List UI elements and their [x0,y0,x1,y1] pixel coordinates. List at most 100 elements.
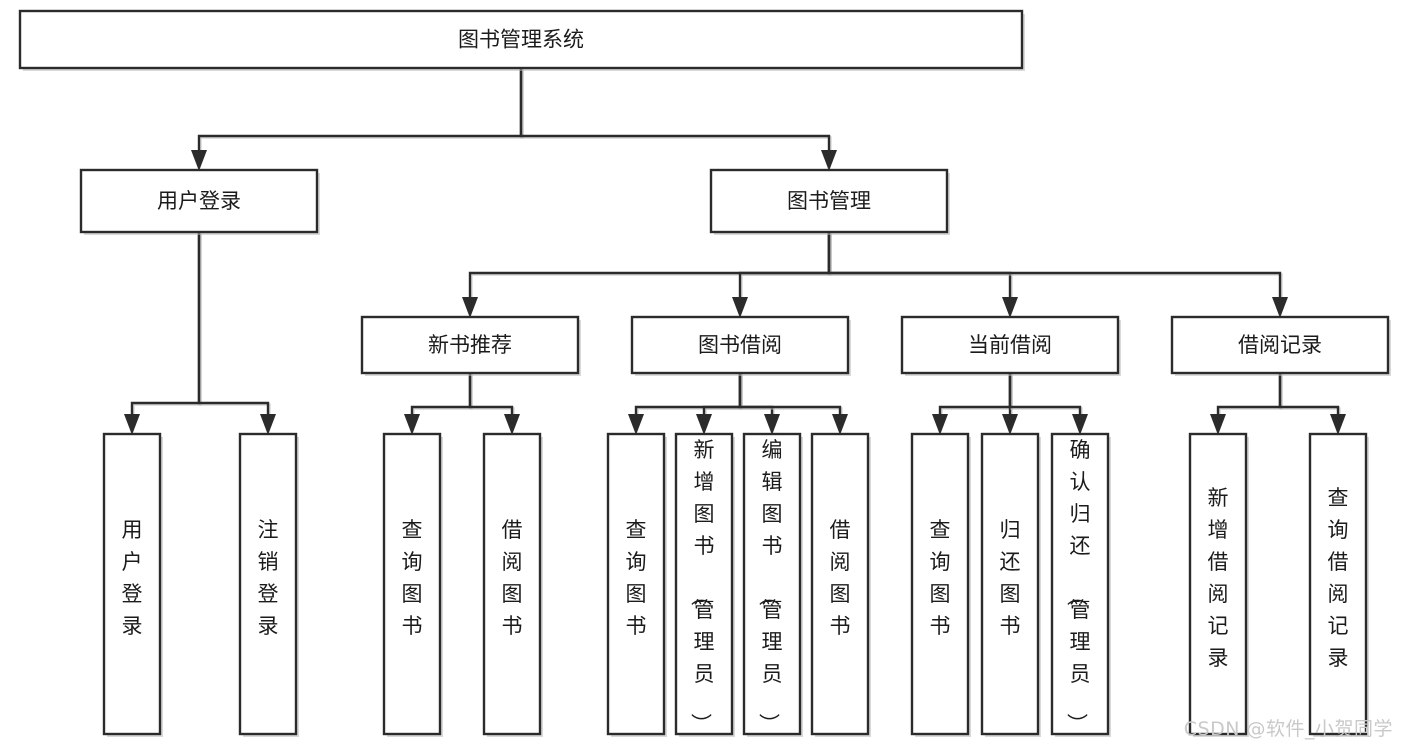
node-box[interactable] [742,432,802,736]
node-label: 用户登录 [157,189,241,213]
arrow-head-icon [764,414,780,435]
connector-new-book-rec-to-leaf-borrow-book-1 [468,373,520,435]
arrow-head-icon [1002,414,1018,435]
arrow-head-icon [191,150,207,171]
node-user-login[interactable]: 用户登录 [79,168,320,235]
node-box[interactable] [79,168,319,234]
node-box[interactable] [606,432,666,736]
node-label: 新增借阅记录 [1208,486,1229,670]
connector-shadow [1280,374,1341,424]
connector-shadow [521,69,832,160]
connector-current-borrow-to-leaf-confirm-return [1008,373,1088,435]
node-leaf-return-book[interactable]: 归还图书 [980,432,1041,737]
connector-line [197,68,523,158]
node-label: 图书管理系统 [458,28,584,52]
connector-shadow [740,374,843,424]
connector-line [738,232,831,305]
arrow-head-icon [628,414,644,435]
node-leaf-borrow-book-1[interactable]: 借阅图书 [482,432,543,737]
connector-shadow [412,374,473,424]
connector-shadow [1218,374,1283,424]
node-label: 借阅记录 [1238,333,1322,357]
node-leaf-edit-book[interactable]: 编辑图书（管理员） [742,432,803,737]
node-leaf-query-book-2[interactable]: 查询图书 [606,432,667,737]
node-box[interactable] [482,432,542,736]
node-label: 当前借阅 [968,333,1052,357]
connector-borrow-record-to-leaf-query-record [1278,373,1346,435]
node-box[interactable] [674,432,734,736]
node-box[interactable] [1050,432,1110,736]
connector-line [938,373,1012,422]
node-leaf-add-book[interactable]: 新增图书（管理员） [674,432,735,737]
arrow-head-icon [732,297,748,318]
arrow-head-icon [504,414,520,435]
arrow-head-icon [404,414,420,435]
connector-shadow [829,233,1283,307]
node-label: 确认归还（管理员） [1065,438,1091,734]
connector-user-login-to-leaf-user-login [124,232,202,435]
node-current-borrow[interactable]: 当前借阅 [900,315,1121,376]
connector-line [519,68,831,158]
node-label: 新书推荐 [428,333,512,357]
node-book-borrow[interactable]: 图书借阅 [630,315,851,376]
arrow-head-icon [260,414,276,435]
node-leaf-borrow-book-2[interactable]: 借阅图书 [810,432,871,737]
node-label: 图书管理 [787,189,871,213]
connector-book-manage-to-book-borrow [732,232,832,318]
connector-line [827,232,1282,305]
connector-new-book-rec-to-leaf-query-book-1 [404,373,473,435]
node-label: 归还图书 [1000,518,1021,638]
node-box[interactable] [238,432,298,736]
node-box[interactable] [18,9,1024,70]
node-box[interactable] [709,168,949,234]
arrow-head-icon [696,414,712,435]
connector-root-to-user-login [191,68,524,171]
node-leaf-confirm-return[interactable]: 确认归还（管理员） [1050,432,1111,737]
node-leaf-query-record[interactable]: 查询借阅记录 [1308,432,1369,737]
node-box[interactable] [1308,432,1368,736]
node-label: 借阅图书 [830,518,851,638]
arrow-head-icon [832,414,848,435]
node-box[interactable] [1188,432,1248,736]
node-label: 查询图书 [930,518,951,638]
node-label: 借阅图书 [502,518,523,638]
node-leaf-add-record[interactable]: 新增借阅记录 [1188,432,1249,737]
node-leaf-logout[interactable]: 注销登录 [238,432,299,737]
node-leaf-query-book-1[interactable]: 查询图书 [382,432,443,737]
connector-shadow [1010,374,1083,424]
node-box[interactable] [810,432,870,736]
node-label: 用户登录 [122,518,143,638]
node-box[interactable] [360,315,580,375]
node-box[interactable] [900,315,1120,375]
node-leaf-user-login[interactable]: 用户登录 [102,432,163,737]
arrow-head-icon [821,150,837,171]
connector-shadow [132,233,202,424]
node-box[interactable] [102,432,162,736]
node-new-book-rec[interactable]: 新书推荐 [360,315,581,376]
connector-shadow [470,233,832,307]
node-book-manage[interactable]: 图书管理 [709,168,950,235]
connector-borrow-record-to-leaf-add-record [1210,373,1283,435]
node-box[interactable] [630,315,850,375]
connector-line [1278,373,1340,422]
connector-line [738,373,842,422]
node-box[interactable] [980,432,1040,736]
node-box[interactable] [910,432,970,736]
node-box[interactable] [1170,315,1390,375]
connector-root-to-book-manage [519,68,837,171]
arrow-head-icon [1330,414,1346,435]
connector-line [410,373,472,422]
connector-user-login-to-leaf-logout [197,232,276,435]
connector-shadow [740,233,832,307]
connector-shadow [940,374,1013,424]
node-label: 图书借阅 [698,333,782,357]
node-label: 查询借阅记录 [1328,486,1349,670]
node-root[interactable]: 图书管理系统 [18,9,1025,71]
connector-book-borrow-to-leaf-borrow-book-2 [738,373,848,435]
node-box[interactable] [382,432,442,736]
node-leaf-query-book-3[interactable]: 查询图书 [910,432,971,737]
node-borrow-record[interactable]: 借阅记录 [1170,315,1391,376]
connector-line [634,373,742,422]
